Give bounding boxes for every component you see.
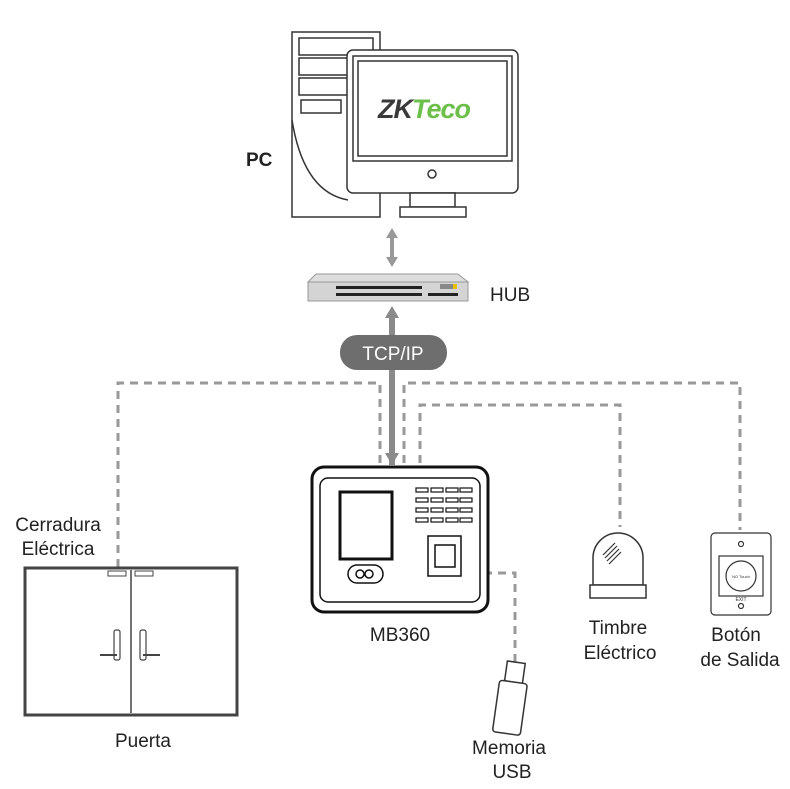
usb-label-line1: Memoria [472, 738, 546, 759]
mb360-device [310, 465, 490, 614]
usb-label-line2: USB [492, 762, 531, 783]
hub-device-arrow [385, 306, 399, 465]
lock-label-line2: Eléctrica [22, 539, 95, 560]
lock-label-line1: Cerradura [15, 515, 101, 536]
tcpip-label: TCP/IP [362, 344, 423, 365]
exit-button-exit-text: EXIT [735, 597, 746, 603]
zkteco-logo: ZKTeco [377, 94, 471, 124]
door-label: Puerta [115, 731, 171, 752]
device-label: MB360 [370, 625, 430, 646]
bell-icon [589, 532, 647, 599]
lock-wire [116, 381, 382, 570]
pc-hub-arrow [386, 228, 398, 267]
usb-drive-icon [492, 660, 528, 736]
door-icon [23, 566, 239, 717]
exit-label-line2: de Salida [700, 650, 780, 671]
exit-button-icon [710, 532, 772, 616]
wiring [116, 381, 742, 662]
pc-label: PC [246, 150, 273, 171]
usb-wire [484, 571, 517, 662]
exit-label-line1: Botón [711, 625, 761, 646]
bell-label-line1: Timbre [589, 618, 647, 639]
pc-monitor [346, 49, 519, 218]
hub-icon [306, 273, 470, 302]
bell-label-line2: Eléctrico [584, 643, 657, 664]
hub-label: HUB [490, 285, 530, 306]
tcpip-pill [340, 335, 447, 370]
bell-wire [418, 403, 622, 527]
exit-button-face-text: NO Touch [732, 574, 750, 579]
